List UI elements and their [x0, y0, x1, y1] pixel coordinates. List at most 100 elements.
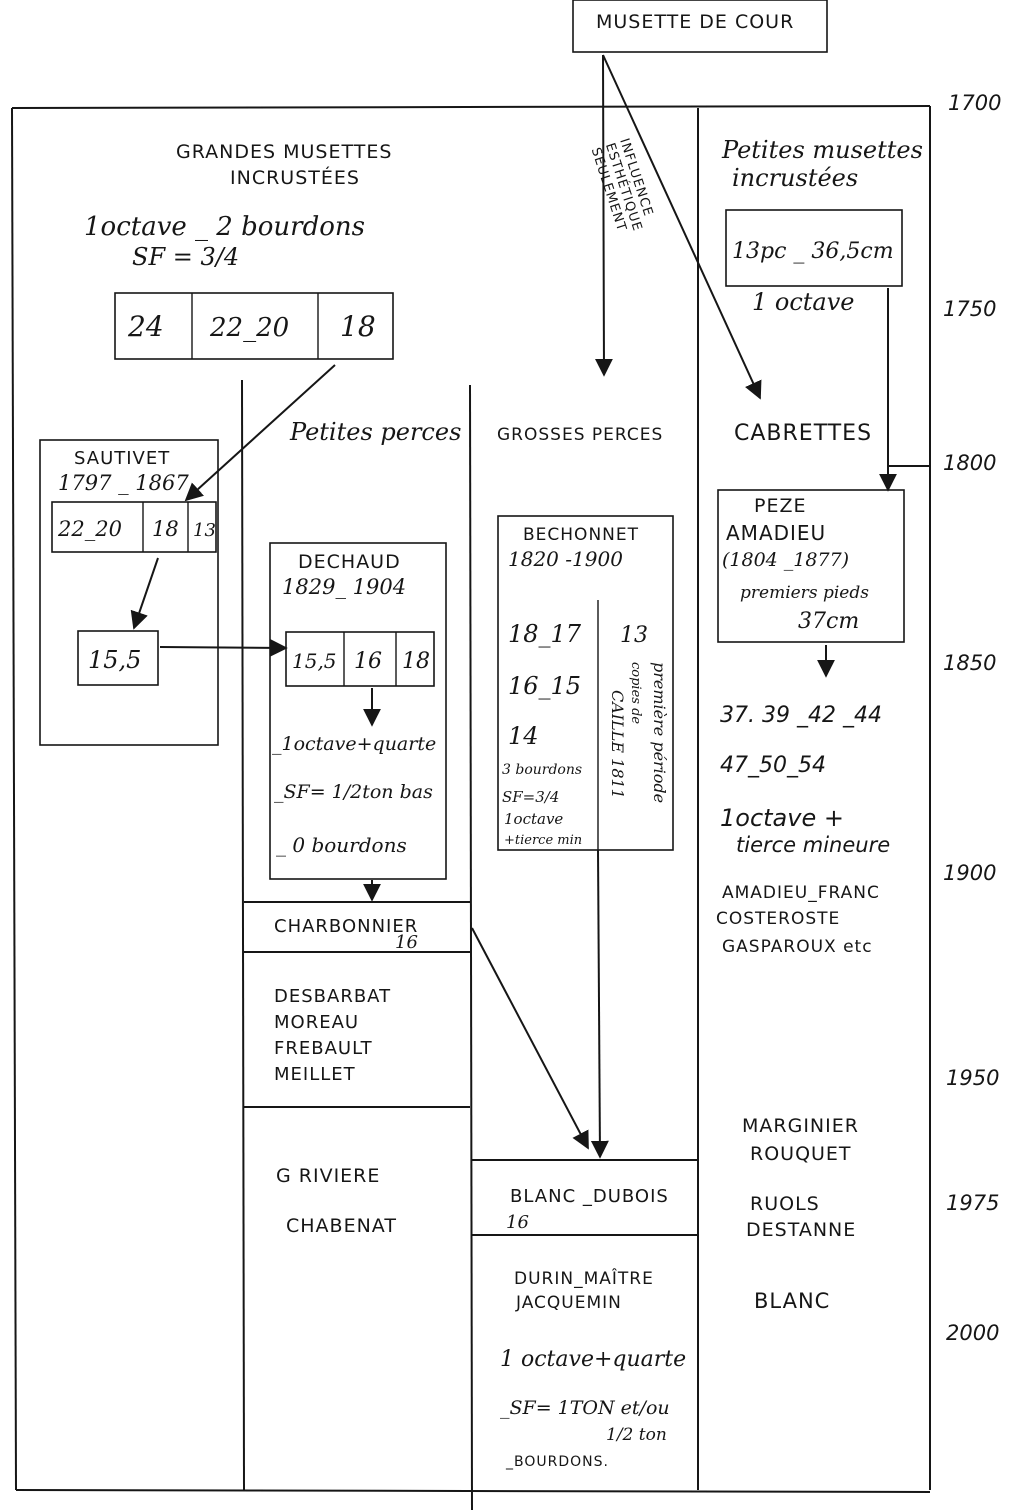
maker-amadieu-franc: AMADIEU_FRANC [722, 883, 880, 903]
petites-musettes-size-box [725, 209, 903, 287]
bechonnet-block: BECHONNET 1820 -1900 18_17 16_15 14 13 3… [497, 515, 674, 851]
cabrettes-octave-line-1: 1octave + [720, 804, 844, 832]
header-grosses-perces: GROSSES PERCES [497, 425, 663, 445]
grandes-size-22-20: 22_20 [209, 313, 289, 343]
year-label-1900: 1900 [943, 861, 996, 885]
header-cabrettes: CABRETTES [734, 421, 872, 446]
sautivet-size-22-20: 22_20 [57, 517, 122, 541]
arrow-sautivet-to-derived [130, 557, 159, 630]
bechonnet-vertical-note-2: copies de [628, 662, 643, 724]
year-label-1950: 1950 [946, 1066, 999, 1090]
dechaud-size-18: 18 [402, 649, 430, 674]
maker-gasparoux: GASPAROUX etc [722, 937, 873, 957]
cabrettes-makers-3: RUOLS DESTANNE [746, 1193, 856, 1241]
grosses-notes: 1 octave+quarte _SF= 1TON et/ou 1/2 ton … [500, 1347, 686, 1470]
arrows [130, 54, 930, 1159]
grandes-title-line-2: INCRUSTÉES [230, 166, 360, 189]
makers-petites-2: G RIVIERE CHABENAT [276, 1165, 397, 1237]
dechaud-sizes-box [285, 631, 435, 687]
frame-left-border [11, 107, 17, 1491]
maker-costeroste: COSTEROSTE [716, 909, 840, 929]
peze-size: 37cm [798, 609, 859, 634]
petites-musettes-title-1: Petites musettes [721, 136, 923, 164]
year-label-1850: 1850 [943, 651, 996, 675]
year-label-2000: 2000 [946, 1321, 999, 1345]
year-label-1800: 1800 [943, 451, 996, 475]
dechaud-block: DECHAUD 1829_ 1904 15,5 16 18 _1octave+q… [269, 542, 447, 880]
maker-meillet: MEILLET [274, 1064, 356, 1085]
maker-durin-maitre: DURIN_MAÎTRE [514, 1267, 654, 1289]
year-label-1975: 1975 [946, 1191, 999, 1215]
grandes-sizes-box [114, 292, 394, 360]
charbonnier-name: CHARBONNIER [274, 916, 418, 937]
arrow-origin-to-cabrettes [602, 54, 762, 400]
dechaud-name: DECHAUD [298, 551, 401, 573]
bechonnet-vertical-note-1: première période [650, 662, 669, 803]
year-axis: 1700 1750 1800 1850 1900 1950 1975 2000 [943, 91, 1001, 1345]
frame [11, 0, 931, 1511]
bechonnet-name: BECHONNET [523, 525, 639, 545]
bechonnet-vertical-note: première période copies de CAILLE 1811 [608, 662, 669, 803]
grosses-note-sf: _SF= 1TON et/ou [500, 1397, 670, 1419]
grandes-title-line-1: GRANDES MUSETTES [176, 141, 392, 163]
maker-frebault: FREBAULT [274, 1038, 373, 1059]
dechaud-dates: 1829_ 1904 [282, 575, 406, 599]
grosses-note-bourdons: _BOURDONS. [505, 1454, 609, 1470]
divider-middle [469, 384, 473, 1511]
bechonnet-note-octave: 1octave [504, 810, 563, 828]
dechaud-note-bourdons: _ 0 bourdons [276, 833, 407, 857]
petites-musettes-size: 13pc _ 36,5cm [732, 239, 894, 264]
maker-chabenat: CHABENAT [286, 1215, 397, 1237]
grandes-desc-octave: 1octave _ 2 bourdons [84, 212, 365, 242]
arrow-charbonnier-to-blanc [471, 927, 589, 1150]
peze-dates: (1804 _1877) [722, 549, 849, 571]
maker-jacquemin: JACQUEMIN [515, 1293, 622, 1313]
cabrettes-makers-1: AMADIEU_FRANC COSTEROSTE GASPAROUX etc [716, 883, 880, 957]
dechaud-size-15-5: 15,5 [292, 649, 337, 673]
cabrettes-sizes: 37. 39 _42 _44 47_50_54 [720, 703, 882, 778]
sautivet-size-13: 13 [193, 520, 216, 541]
maker-marginier: MARGINIER [742, 1115, 859, 1137]
peze-name: PEZE [754, 495, 806, 517]
origin-label: MUSETTE DE COUR [596, 11, 794, 33]
year-label-1700: 1700 [948, 91, 1001, 115]
sautivet-name: SAUTIVET [74, 448, 170, 469]
frame-bottom-border [15, 1489, 931, 1493]
petites-musettes: Petites musettes incrustées 13pc _ 36,5c… [721, 136, 923, 316]
cabrettes-sizes-line-2: 47_50_54 [720, 753, 826, 778]
amadieu-name: AMADIEU [726, 521, 826, 545]
sautivet-derived-size: 15,5 [88, 646, 141, 674]
bechonnet-note-sf: SF=3/4 [502, 788, 559, 806]
blanc-dubois-size: 16 [506, 1212, 529, 1233]
year-label-1750: 1750 [943, 297, 996, 321]
grandes-musettes: GRANDES MUSETTES INCRUSTÉES 1octave _ 2 … [84, 141, 394, 360]
petites-musettes-octave: 1 octave [752, 288, 855, 316]
grosses-note-half-ton: 1/2 ton [606, 1425, 667, 1445]
sautivet-sizes-box [51, 501, 217, 553]
maker-g-riviere: G RIVIERE [276, 1165, 380, 1187]
petites-musettes-title-2: incrustées [732, 164, 858, 192]
makers-grosses: DURIN_MAÎTRE JACQUEMIN [514, 1267, 654, 1313]
header-petites-perces: Petites perces [289, 418, 461, 446]
peze-pieds: premiers pieds [740, 583, 869, 603]
cabrettes-sizes-line-1: 37. 39 _42 _44 [720, 703, 882, 728]
maker-moreau: MOREAU [274, 1012, 359, 1033]
cabrettes-makers-2: MARGINIER ROUQUET [742, 1115, 859, 1165]
bechonnet-note-tierce: +tierce min [504, 833, 582, 848]
divider-left [241, 379, 245, 1491]
cabrettes-octave: 1octave + tierce mineure [720, 804, 890, 857]
dechaud-size-16: 16 [354, 649, 382, 674]
grosses-note-octave: 1 octave+quarte [500, 1347, 686, 1372]
maker-desbarbat: DESBARBAT [274, 986, 391, 1007]
grandes-size-18: 18 [340, 310, 376, 343]
dechaud-box [269, 542, 447, 880]
bechonnet-note-bourdons: 3 bourdons [502, 762, 582, 778]
bechonnet-size-18-17: 18_17 [508, 620, 582, 648]
maker-rouquet: ROUQUET [750, 1143, 852, 1165]
maker-ruols: RUOLS [750, 1193, 820, 1215]
bechonnet-vertical-note-3: CAILLE 1811 [608, 690, 627, 799]
maker-destanne: DESTANNE [746, 1219, 856, 1241]
origin-box [572, 0, 828, 53]
peze-box [717, 489, 905, 643]
